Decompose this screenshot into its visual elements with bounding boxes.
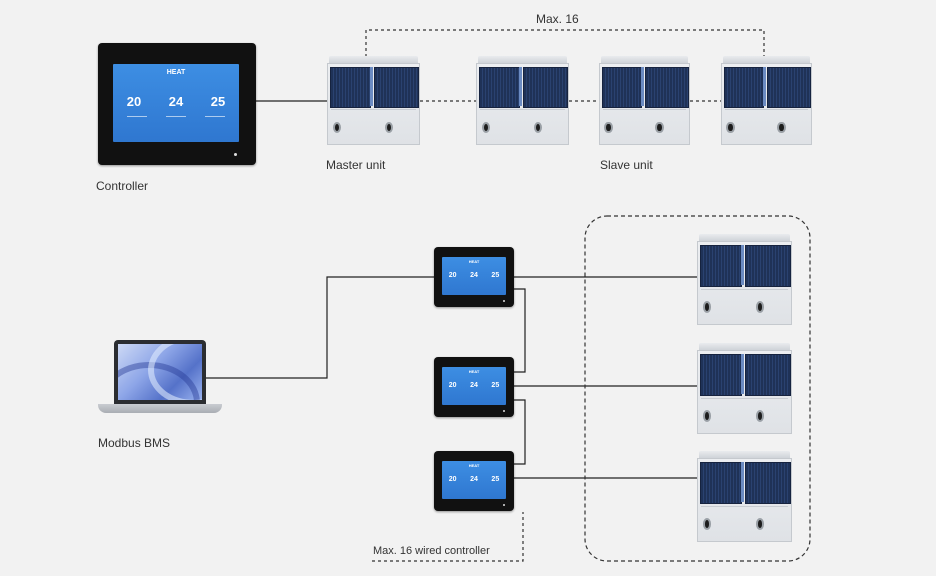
slave-unit-label: Slave unit	[600, 158, 653, 172]
heat-pump-unit-icon	[476, 56, 569, 145]
max-wired-bracket	[372, 512, 524, 562]
temp-value: 25	[210, 94, 226, 109]
wire-bms-controller1	[205, 276, 434, 379]
controller-mode: HEAT	[468, 369, 480, 374]
laptop-icon	[98, 340, 222, 426]
controller-label: Controller	[96, 179, 149, 193]
wire-controller-chain-1	[514, 288, 526, 373]
heat-pump-unit-icon	[327, 56, 420, 145]
controller-temps: 20 24 25	[113, 94, 239, 109]
heat-pump-unit-icon	[697, 234, 792, 325]
temp-value: 25	[491, 272, 500, 279]
temp-value: 25	[491, 382, 500, 389]
controller-mode: HEAT	[166, 69, 186, 76]
controller-screen: HEAT 20 24 25	[113, 64, 239, 142]
touch-controller-icon: HEAT 20 24 25	[434, 357, 514, 417]
max-16-label: Max. 16	[536, 12, 579, 26]
temp-value: 24	[470, 272, 478, 279]
laptop-display	[118, 344, 202, 400]
heat-pump-unit-icon	[697, 343, 792, 434]
controller-mode: HEAT	[468, 463, 480, 468]
controller-mode: HEAT	[468, 259, 480, 264]
modbus-bms-label: Modbus BMS	[98, 436, 171, 450]
temp-value: 20	[126, 94, 142, 109]
master-unit-label: Master unit	[326, 158, 386, 172]
temp-value: 24	[470, 476, 478, 483]
max-wired-controller-label: Max. 16 wired controller	[373, 545, 490, 557]
temp-value: 20	[448, 476, 457, 483]
temp-value: 20	[448, 272, 457, 279]
touch-controller-icon: HEAT 20 24 25	[434, 451, 514, 511]
heat-pump-unit-icon	[721, 56, 812, 145]
heat-pump-unit-icon	[697, 451, 792, 542]
temp-value: 20	[448, 382, 457, 389]
wire-controller-chain-2	[514, 399, 526, 465]
heat-pump-unit-icon	[599, 56, 690, 145]
max-16-bracket	[365, 29, 765, 57]
temp-value: 24	[470, 382, 478, 389]
temp-value: 24	[168, 94, 184, 109]
temp-value: 25	[491, 476, 500, 483]
unit-group-boundary	[584, 215, 811, 562]
touch-controller-icon: HEAT 20 24 25	[434, 247, 514, 307]
touch-controller-icon: HEAT 20 24 25	[98, 43, 256, 165]
controller-led	[234, 153, 237, 156]
